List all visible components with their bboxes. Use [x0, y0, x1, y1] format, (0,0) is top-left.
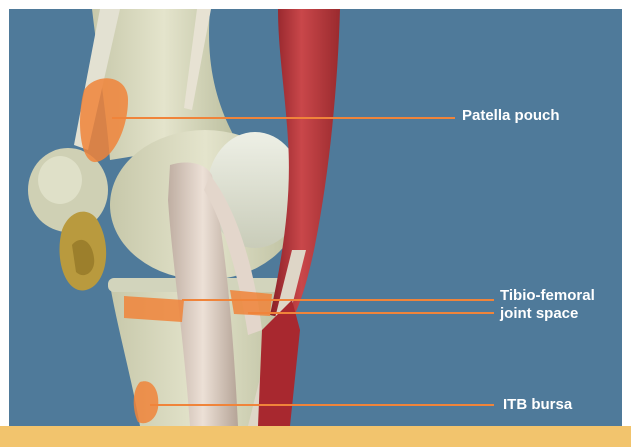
patella-highlight: [38, 156, 82, 204]
patella-pouch-label: Patella pouch: [462, 107, 560, 125]
itb-bursa-label: ITB bursa: [503, 396, 572, 414]
tibio-femoral-label-line2: joint space: [500, 305, 595, 323]
tibio-femoral-label: Tibio-femoral joint space: [500, 287, 595, 323]
bottom-accent-bar: [0, 426, 631, 447]
meniscus-medial: [124, 296, 184, 322]
tibio-femoral-label-line1: Tibio-femoral: [500, 287, 595, 305]
